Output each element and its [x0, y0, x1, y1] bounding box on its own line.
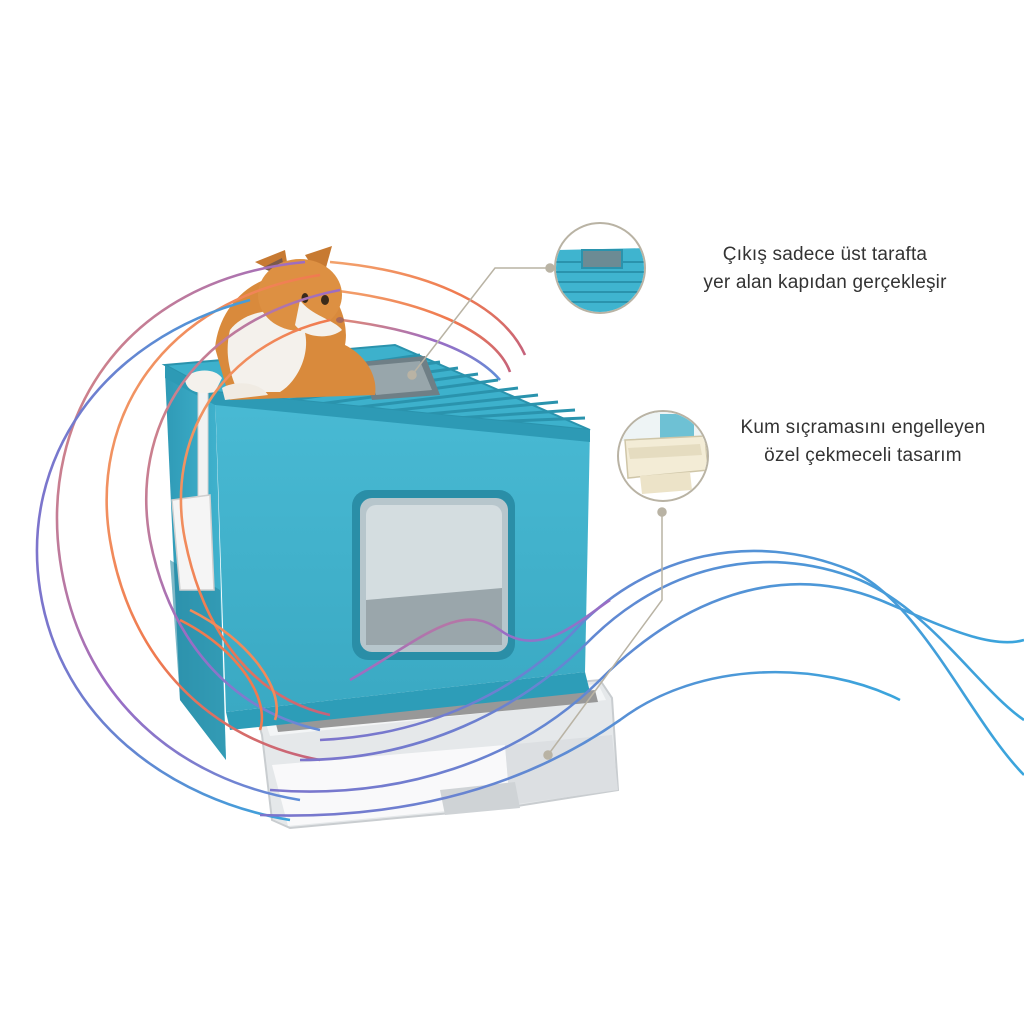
wave-lines-back — [324, 260, 527, 381]
drawer-detail-icon — [617, 410, 709, 502]
callout-1-leader — [407, 263, 555, 380]
callout-2-line-1: Kum sıçramasını engelleyen — [740, 417, 986, 438]
cat-illustration — [185, 246, 376, 400]
callout-2-text: Kum sıçramasını engelleyen özel çekmecel… — [718, 414, 1008, 470]
top-lid-detail-icon — [554, 222, 646, 314]
wave-lines-front — [35, 260, 1024, 822]
callout-1-line-2: yer alan kapıdan gerçekleşir — [703, 272, 947, 293]
callout-2-leader — [543, 507, 667, 760]
callout-2-line-2: özel çekmeceli tasarım — [764, 445, 962, 466]
front-flap-window — [352, 490, 515, 660]
callout-1-text: Çıkış sadece üst tarafta yer alan kapıda… — [680, 241, 970, 297]
callout-1-line-1: Çıkış sadece üst tarafta — [722, 244, 928, 265]
